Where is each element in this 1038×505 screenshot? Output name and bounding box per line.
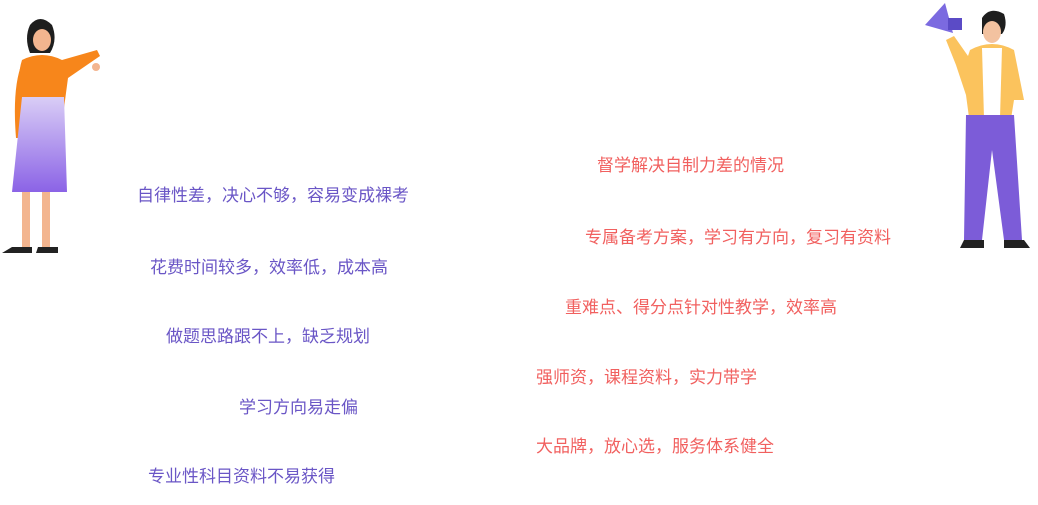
solution-1: 督学解决自制力差的情况 [597, 156, 784, 176]
problem-4: 学习方向易走偏 [239, 398, 358, 418]
problem-3: 做题思路跟不上，缺乏规划 [166, 327, 370, 347]
problem-2: 花费时间较多，效率低，成本高 [150, 258, 388, 278]
problem-1: 自律性差，决心不够，容易变成裸考 [137, 186, 409, 206]
solution-4: 强师资，课程资料，实力带学 [536, 368, 757, 388]
woman-illustration [2, 19, 100, 253]
man-with-megaphone-illustration [925, 3, 1030, 248]
solution-5: 大品牌，放心选，服务体系健全 [536, 437, 774, 457]
solution-3: 重难点、得分点针对性教学，效率高 [565, 298, 837, 318]
problem-5: 专业性科目资料不易获得 [148, 467, 335, 487]
solution-2: 专属备考方案，学习有方向，复习有资料 [585, 228, 891, 248]
